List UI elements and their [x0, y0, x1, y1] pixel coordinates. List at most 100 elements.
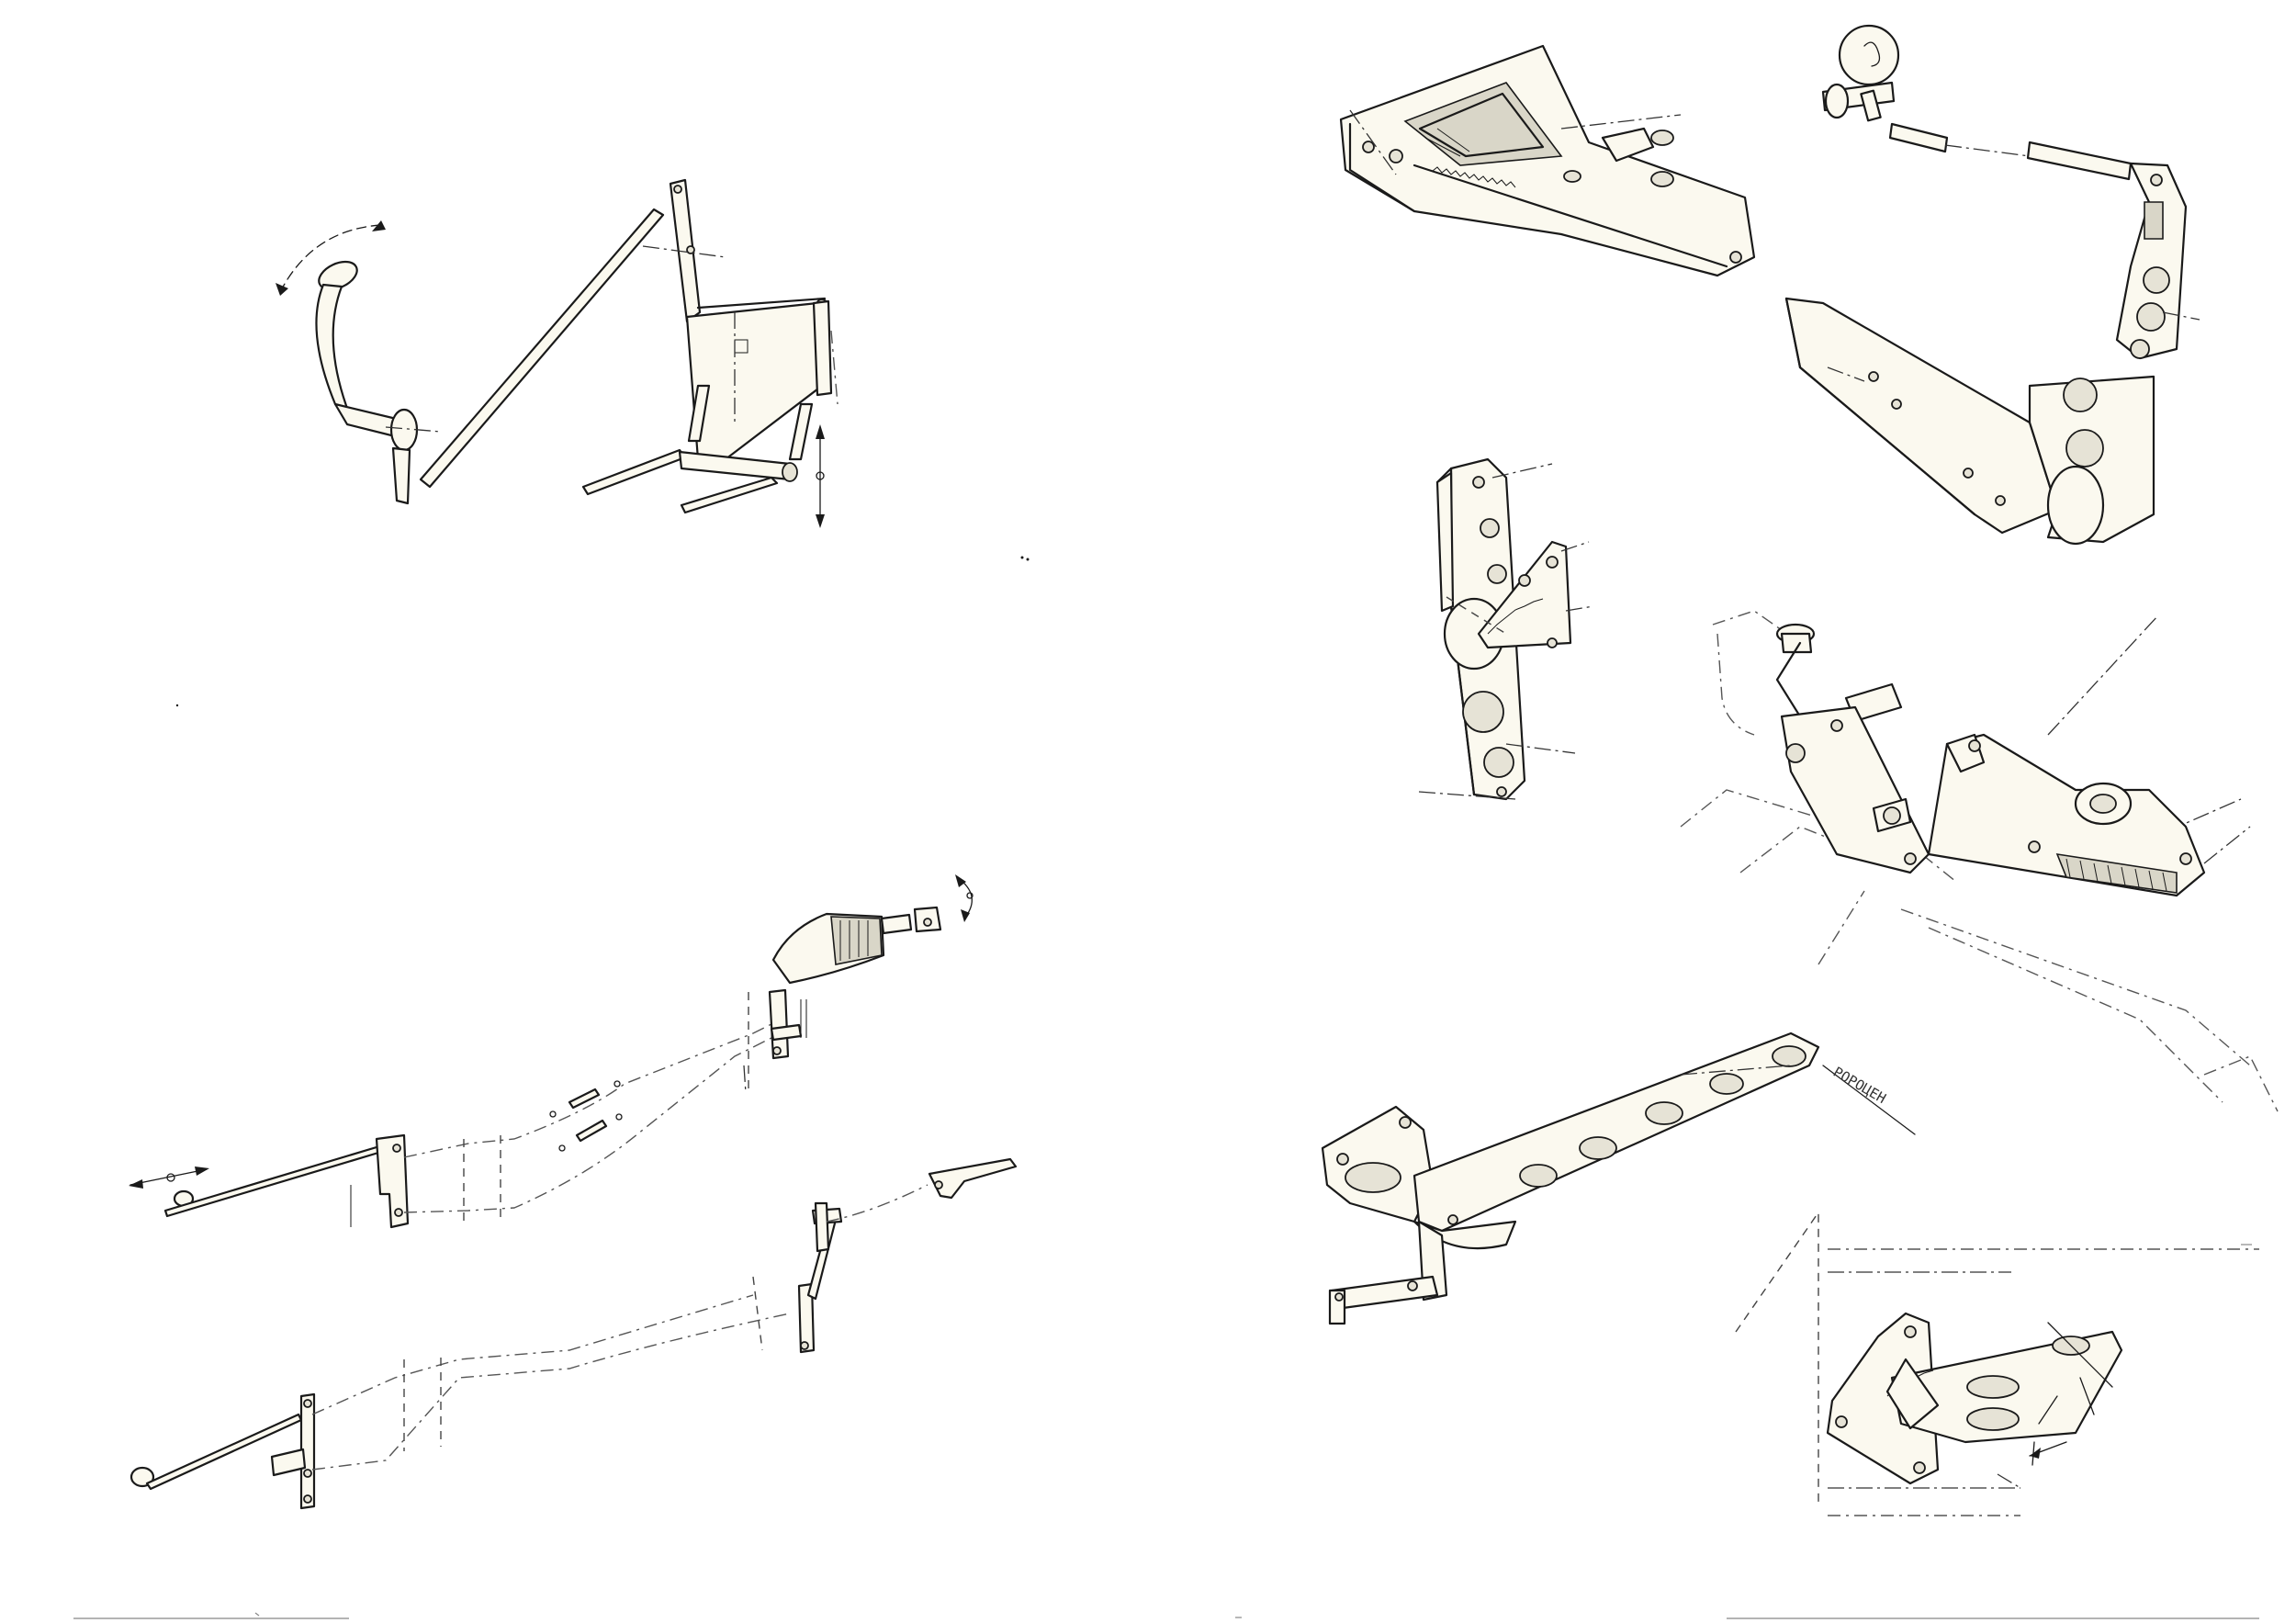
upper-link-bar	[698, 299, 825, 308]
shaft-centerline	[1945, 145, 2030, 156]
mounting-lug	[1603, 129, 1653, 161]
main-bracket-plate	[1782, 707, 1929, 873]
speck	[1026, 558, 1030, 561]
pull-rod	[147, 1414, 301, 1489]
centerline	[1681, 1065, 1791, 1075]
section-break	[753, 1277, 762, 1350]
centerline	[2163, 312, 2200, 320]
serration-teeth	[1433, 167, 1515, 187]
arrow-head-right	[195, 1167, 209, 1176]
upper-crank	[816, 1203, 828, 1251]
base-plate	[1332, 1277, 1437, 1309]
dimension-line	[2039, 1396, 2057, 1424]
ghost-outline	[1901, 909, 2250, 1065]
sheet-mark	[254, 1612, 260, 1617]
l-bracket-assembly	[1786, 299, 2154, 544]
upper-bell-crank	[670, 180, 700, 321]
rivet-hole	[2180, 853, 2191, 864]
fixed-support	[801, 999, 806, 1038]
shaft-extension	[2028, 142, 2131, 179]
lightening-hole	[1520, 1165, 1557, 1187]
cable-route	[827, 1185, 928, 1222]
pipe-route	[1777, 643, 1800, 716]
lightening-hole	[1646, 1102, 1683, 1124]
lower-cable-linkage-assembly	[131, 1159, 1016, 1508]
speck	[1020, 556, 1024, 559]
shaft	[1890, 124, 1947, 152]
hatch-line	[2122, 867, 2125, 885]
bracket-plate	[272, 1449, 305, 1475]
pivot-hole	[935, 1181, 942, 1189]
complex-bracket-assembly	[1681, 611, 2278, 1111]
pivot-hole	[674, 186, 681, 193]
hatch-line	[2163, 873, 2167, 891]
lightening-hole	[2144, 267, 2169, 293]
scale-marking: РОРОЦЕН	[1830, 1064, 1889, 1107]
cable-fitting	[616, 1114, 622, 1120]
rivet-hole	[1548, 638, 1557, 648]
long-push-rod	[421, 209, 663, 487]
lightening-hole	[1580, 1137, 1616, 1159]
bolt-head	[1786, 744, 1805, 762]
knob-lever-assembly	[1823, 26, 2200, 358]
wall-bracket-assembly	[1736, 1212, 2259, 1516]
pivot-hole	[393, 1144, 400, 1152]
pivot-hole	[1730, 252, 1741, 263]
lever-clamp	[1861, 91, 1880, 121]
rivet-hole	[1497, 787, 1506, 796]
lightening-hole	[1480, 519, 1499, 537]
cable-fitting	[559, 1145, 565, 1151]
lightening-hole	[1484, 748, 1514, 777]
arrow-head	[961, 909, 970, 922]
control-horn-hatched-face	[831, 917, 882, 964]
rivet-hole	[2029, 841, 2040, 852]
bolt-hole	[1651, 130, 1673, 145]
cable-fitting	[550, 1111, 556, 1117]
rotation-arrow	[280, 225, 381, 292]
arrow-head	[2030, 1448, 2041, 1459]
crank-knob	[315, 256, 362, 295]
lightening-hole	[1710, 1074, 1743, 1094]
lightening-hole	[2137, 303, 2165, 331]
vertical-rack-bracket-assembly	[1419, 459, 1593, 799]
rod-bracket	[301, 1394, 314, 1508]
rivet-hole	[1363, 141, 1374, 152]
dimension-line	[2080, 1378, 2094, 1414]
hatch-line	[2135, 869, 2139, 887]
cable-fitting	[614, 1081, 620, 1087]
dimension-line	[2032, 1442, 2034, 1465]
centerline	[1561, 115, 1681, 129]
rivet-hole	[1448, 1215, 1458, 1224]
bearing-bore	[2090, 795, 2116, 813]
pull-rod	[165, 1144, 388, 1216]
ghost-outline	[1818, 891, 1864, 964]
leader-line	[2048, 1323, 2112, 1387]
lightening-hole	[1345, 1163, 1401, 1192]
rotation-arrow-tail	[276, 283, 288, 296]
pivot-hole	[782, 463, 797, 481]
hatch-line	[2080, 861, 2084, 879]
centerline	[1561, 542, 1589, 551]
rivet-hole	[1964, 468, 1973, 478]
lightening-hole	[1463, 692, 1503, 732]
centerline	[1828, 367, 1864, 381]
slotted-arm-plate	[1929, 735, 2204, 896]
lever-centerline	[643, 246, 726, 257]
crank-linkage-assembly	[276, 180, 838, 528]
ghost-outline	[1929, 928, 2223, 1102]
lightening-hole	[1773, 1046, 1806, 1066]
vertical-bell-crank	[799, 1284, 814, 1352]
lower-rod	[681, 478, 777, 513]
pivot-hole	[773, 1047, 781, 1054]
centerline	[1566, 606, 1593, 611]
centerline	[2204, 827, 2250, 863]
centerline	[744, 1065, 746, 1093]
cutout-inner-edge	[1420, 94, 1543, 156]
crank-grip	[316, 285, 349, 413]
gear-sector	[1887, 1359, 1938, 1428]
rivet-hole	[1905, 853, 1916, 864]
hatch-line	[2149, 871, 2153, 889]
perforated-arm-assembly: РОРОЦЕН	[1322, 1033, 1915, 1324]
perforated-arm	[1414, 1033, 1818, 1231]
